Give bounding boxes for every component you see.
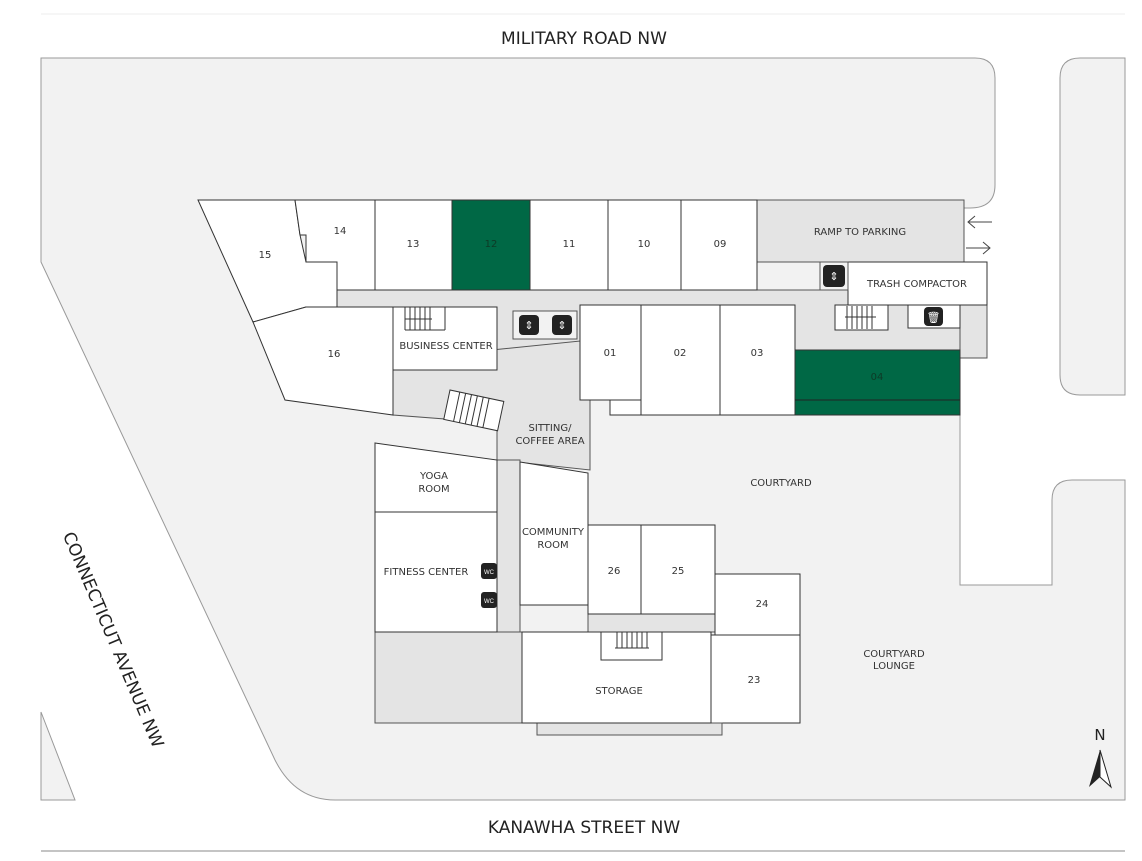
stairs-icon (443, 389, 505, 432)
courtyard-label: COURTYARD (750, 478, 812, 489)
unit-12[interactable] (451, 199, 531, 291)
unit-01-label: 01 (604, 348, 617, 359)
corner-lot (40, 711, 76, 801)
svg-text:WC: WC (484, 599, 495, 605)
lobby-hall (496, 459, 521, 633)
ramp-label: RAMP TO PARKING (814, 227, 906, 238)
unit-04-label: 04 (871, 372, 884, 383)
courtyard-lounge-label-1: COURTYARD (863, 649, 925, 660)
stairs-icon (404, 307, 446, 331)
unit-25[interactable] (640, 524, 716, 615)
fitness-annex (374, 631, 528, 724)
unit-01[interactable] (579, 304, 642, 401)
sitting-area-label-2: COFFEE AREA (515, 436, 584, 447)
yoga-room-label-1: YOGA (419, 471, 448, 482)
unit-09[interactable] (680, 199, 758, 291)
north-arrow-icon (1089, 749, 1112, 789)
unit-01-extension (609, 399, 642, 416)
trash-icon: 🗑 (924, 307, 943, 326)
yoga-room-label-2: ROOM (418, 484, 449, 495)
svg-text:⇕: ⇕ (557, 320, 566, 332)
unit-10-label: 10 (638, 239, 651, 250)
compass-label: N (1094, 726, 1105, 744)
unit-15-label: 15 (259, 250, 272, 261)
unit-11-label: 11 (563, 239, 576, 250)
road-label-north: MILITARY ROAD NW (501, 29, 667, 49)
elevator-icon: ⇕ (519, 315, 539, 335)
unit-09-label: 09 (714, 239, 727, 250)
unit-02[interactable] (640, 304, 721, 416)
svg-text:WC: WC (484, 570, 495, 576)
unit-24[interactable] (714, 573, 801, 636)
business-center-label: BUSINESS CENTER (399, 341, 492, 352)
road-label-west: CONNECTICUT AVENUE NW (58, 529, 167, 751)
south-corridor (587, 613, 723, 633)
unit-25-label: 25 (672, 566, 685, 577)
fitness-center[interactable] (374, 511, 498, 633)
unit-02-label: 02 (674, 348, 687, 359)
unit-23[interactable] (710, 634, 801, 724)
unit-03-label: 03 (751, 348, 764, 359)
svg-text:⇕: ⇕ (829, 271, 838, 283)
storage-strip (536, 722, 723, 736)
elevator-icon: ⇕ (552, 315, 572, 335)
fitness-center-label: FITNESS CENTER (384, 567, 469, 578)
elevator-icon: ⇕ (823, 265, 845, 287)
stairs-icon (615, 632, 649, 649)
unit-26-label: 26 (608, 566, 621, 577)
unit-13-label: 13 (407, 239, 420, 250)
unit-23-label: 23 (748, 675, 761, 686)
unit-11[interactable] (529, 199, 609, 291)
sitting-area-label-1: SITTING/ (529, 423, 573, 434)
road-label-south: KANAWHA STREET NW (488, 818, 680, 838)
restroom-icon: WC (481, 592, 497, 608)
svg-text:⇕: ⇕ (524, 320, 533, 332)
svg-text:🗑: 🗑 (927, 311, 941, 324)
unit-03[interactable] (719, 304, 796, 416)
unit-14-label: 14 (334, 226, 347, 237)
traffic-arrows-icon (966, 215, 992, 255)
ramp-to-parking[interactable] (756, 199, 965, 263)
courtyard-lounge-label-2: LOUNGE (873, 661, 915, 672)
corridor-east (959, 304, 988, 359)
storage-label: STORAGE (595, 686, 643, 697)
unit-12-label: 12 (485, 239, 498, 250)
community-room-label-2: ROOM (537, 540, 568, 551)
trash-compactor-label: TRASH COMPACTOR (866, 279, 967, 290)
stairs-icon (845, 306, 876, 329)
unit-04[interactable] (794, 349, 961, 416)
east-lot (1059, 57, 1126, 396)
community-room-label-1: COMMUNITY (522, 527, 585, 538)
unit-24-label: 24 (756, 599, 769, 610)
restroom-icon: WC (481, 563, 497, 579)
unit-16-label: 16 (328, 349, 341, 360)
unit-13[interactable] (374, 199, 453, 291)
